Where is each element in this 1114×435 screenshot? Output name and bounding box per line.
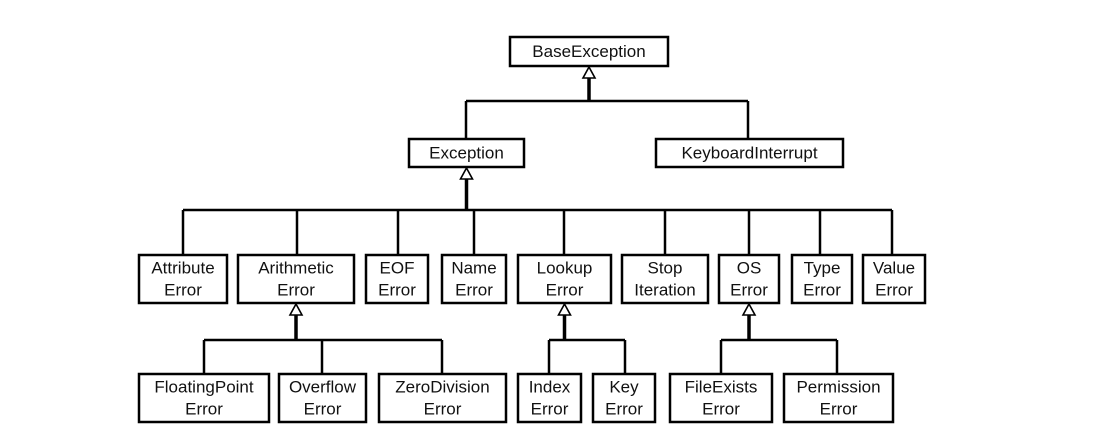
class-name-label: Error: [702, 400, 740, 419]
class-name-label: Error: [455, 281, 493, 300]
class-name-label: Index: [529, 378, 571, 397]
class-box: [137, 253, 229, 305]
edge-group-arithmetic: [202, 302, 444, 374]
class-box: [790, 253, 854, 305]
class-name-label: Error: [378, 281, 416, 300]
class-box: [508, 35, 670, 68]
class-name-label: Stop: [648, 259, 683, 278]
class-box: [782, 372, 895, 424]
class-node-eof: EOF Error: [364, 253, 430, 305]
class-box: [277, 372, 368, 424]
class-name-label: OS: [737, 259, 762, 278]
class-name-label: BaseException: [532, 42, 645, 61]
edge-group-lookup: [547, 302, 627, 374]
class-name-label: Error: [164, 281, 202, 300]
class-name-label: Name: [451, 259, 496, 278]
edge-group-os: [719, 302, 839, 374]
edge-group-exception: [181, 166, 894, 255]
class-box: [654, 137, 845, 169]
class-name-label: Value: [873, 259, 915, 278]
class-name-label: ZeroDivision: [395, 378, 489, 397]
class-name-label: Error: [424, 400, 462, 419]
class-box: [620, 253, 710, 305]
class-box: [516, 253, 613, 305]
class-box: [668, 372, 774, 424]
class-box: [364, 253, 430, 305]
class-name-label: Lookup: [537, 259, 593, 278]
class-box: [137, 372, 271, 424]
class-name-label: Error: [820, 400, 858, 419]
class-name-label: Error: [546, 281, 584, 300]
class-name-label: Error: [803, 281, 841, 300]
class-name-label: Error: [730, 281, 768, 300]
class-name-label: Permission: [796, 378, 880, 397]
inheritance-arrow-icon: [581, 65, 597, 79]
class-box: [516, 372, 583, 424]
class-name-label: Error: [277, 281, 315, 300]
inheritance-arrow-icon: [741, 302, 757, 316]
class-name-label: FileExists: [685, 378, 758, 397]
class-box: [440, 253, 508, 305]
inheritance-arrow-icon: [557, 302, 572, 316]
class-name-label: Attribute: [151, 259, 214, 278]
class-name-label: Error: [605, 400, 643, 419]
class-name-label: Error: [875, 281, 913, 300]
class-box: [591, 372, 657, 424]
inheritance-arrow-icon: [459, 166, 474, 180]
class-box: [377, 372, 508, 424]
class-box: [407, 137, 526, 169]
class-name-label: FloatingPoint: [154, 378, 254, 397]
class-node-keyboard: KeyboardInterrupt: [654, 137, 845, 169]
class-name-label: KeyboardInterrupt: [681, 144, 817, 163]
class-name-label: EOF: [380, 259, 415, 278]
inheritance-arrow-icon: [288, 302, 304, 316]
class-box: [861, 253, 927, 305]
class-node-exception: Exception: [407, 137, 526, 169]
class-name-label: Type: [804, 259, 841, 278]
class-name-label: Overflow: [289, 378, 357, 397]
class-name-label: Error: [304, 400, 342, 419]
class-name-label: Key: [609, 378, 639, 397]
class-node-base: BaseException: [508, 35, 670, 68]
class-box: [717, 253, 781, 305]
class-node-os: OS Error: [717, 253, 781, 305]
class-name-label: Error: [185, 400, 223, 419]
edge-group-base: [464, 65, 750, 139]
class-name-label: Arithmetic: [258, 259, 334, 278]
class-box: [236, 253, 356, 305]
class-name-label: Error: [531, 400, 569, 419]
class-name-label: Iteration: [634, 281, 695, 300]
class-name-label: Exception: [429, 144, 504, 163]
